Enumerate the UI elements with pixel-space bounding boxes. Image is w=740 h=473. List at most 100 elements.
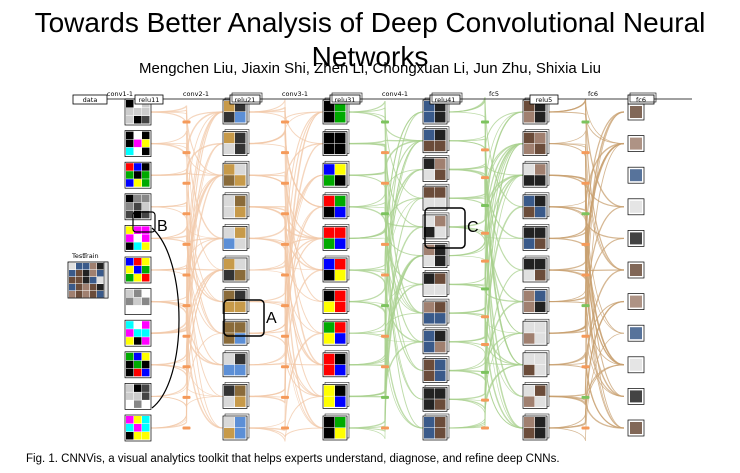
edge bbox=[346, 140, 424, 176]
tab-train[interactable]: Train bbox=[82, 252, 99, 260]
feature-tile bbox=[424, 244, 435, 256]
edge bbox=[246, 129, 324, 208]
feature-tile bbox=[535, 164, 546, 175]
feature-tile bbox=[535, 259, 546, 270]
feature-tile bbox=[335, 206, 346, 218]
layer-label: relu31 bbox=[335, 96, 356, 104]
feature-tile bbox=[535, 385, 546, 396]
feature-tile bbox=[435, 330, 446, 342]
connector-node bbox=[481, 176, 489, 180]
feature-tile bbox=[324, 164, 335, 175]
feature-tile bbox=[435, 399, 446, 410]
data-thumbnail bbox=[97, 263, 104, 270]
feature-tile bbox=[235, 112, 246, 123]
connector-node bbox=[581, 273, 590, 277]
neuron-cluster bbox=[222, 160, 250, 188]
feature-tile bbox=[235, 353, 246, 365]
feature-tile bbox=[424, 370, 435, 382]
edge bbox=[346, 229, 424, 285]
neuron-cluster bbox=[322, 192, 350, 220]
feature-tile bbox=[524, 238, 535, 249]
feature-tile bbox=[235, 195, 246, 207]
feature-tile bbox=[224, 112, 235, 123]
connector-node bbox=[581, 304, 590, 308]
feature-tile bbox=[435, 215, 446, 227]
connector-node bbox=[481, 398, 489, 402]
feature-tile bbox=[435, 129, 446, 141]
class-image bbox=[630, 200, 642, 213]
data-panel[interactable]: Test Train bbox=[67, 252, 109, 299]
layer-header-bar: data relu11 relu21 relu31 relu41 relu5 bbox=[72, 90, 692, 105]
class-image bbox=[630, 169, 642, 182]
connector-node bbox=[281, 242, 289, 246]
feature-tile bbox=[134, 384, 142, 392]
layer-box-relu31[interactable]: relu31 bbox=[329, 92, 363, 105]
connector-node bbox=[182, 304, 191, 308]
neuron-cluster bbox=[124, 351, 152, 379]
feature-tile bbox=[126, 289, 134, 298]
layer-box-fc6[interactable]: fc6 bbox=[627, 92, 657, 105]
feature-tile bbox=[435, 313, 446, 324]
feature-tile bbox=[126, 116, 134, 124]
feature-tile bbox=[142, 305, 150, 314]
layer-box-data[interactable]: data bbox=[72, 94, 108, 105]
feature-tile bbox=[335, 195, 346, 207]
neuron-cluster bbox=[222, 129, 250, 156]
layer-box-relu21[interactable]: relu21 bbox=[229, 92, 263, 105]
layer-box-relu11[interactable]: relu11 bbox=[134, 94, 164, 105]
feature-tile bbox=[142, 274, 150, 282]
feature-tile bbox=[535, 143, 546, 155]
neuron-cluster bbox=[522, 350, 550, 378]
connector-node bbox=[182, 181, 191, 185]
feature-tile bbox=[134, 274, 142, 282]
data-thumbnail bbox=[69, 284, 76, 291]
feature-tile bbox=[134, 147, 142, 156]
feature-tile bbox=[134, 329, 142, 337]
edge bbox=[546, 199, 625, 429]
feature-tile bbox=[126, 202, 134, 211]
neuron-cluster bbox=[322, 129, 350, 156]
feature-tile bbox=[142, 266, 150, 274]
data-thumbnail bbox=[97, 291, 104, 298]
feature-tile bbox=[142, 416, 150, 424]
neuron-cluster bbox=[124, 288, 152, 315]
class-image bbox=[630, 358, 642, 371]
layer-label: relu41 bbox=[435, 96, 456, 104]
neuron-cluster bbox=[627, 324, 645, 342]
feature-tile bbox=[134, 392, 142, 400]
feature-tile bbox=[134, 179, 142, 187]
annotation-label-c: C bbox=[467, 219, 479, 236]
feature-tile bbox=[435, 198, 446, 209]
feature-tile bbox=[335, 301, 346, 313]
feature-tile bbox=[324, 112, 335, 123]
data-thumbnail bbox=[83, 284, 90, 291]
feature-tile bbox=[524, 428, 535, 439]
feature-tile bbox=[142, 368, 150, 377]
feature-tile bbox=[435, 273, 446, 284]
layer-box-relu5[interactable]: relu5 bbox=[529, 94, 559, 105]
feature-tile bbox=[435, 158, 446, 169]
connector-node bbox=[281, 395, 289, 399]
edge bbox=[446, 111, 524, 200]
feature-tile bbox=[524, 385, 535, 396]
feature-tile bbox=[424, 158, 435, 169]
connector-node bbox=[381, 273, 389, 277]
neuron-cluster bbox=[422, 241, 450, 268]
feature-tile bbox=[524, 195, 535, 207]
feature-tile bbox=[134, 108, 142, 116]
connector-node bbox=[381, 395, 389, 399]
author-list: Mengchen Liu, Jiaxin Shi, Zhen Li, Chong… bbox=[139, 60, 601, 77]
data-scrollbar[interactable] bbox=[103, 261, 109, 299]
neuron-cluster bbox=[322, 160, 350, 188]
feature-tile bbox=[235, 301, 246, 313]
edge bbox=[346, 168, 424, 303]
feature-tile bbox=[435, 140, 446, 152]
feature-tile bbox=[126, 131, 134, 140]
tab-test[interactable]: Test bbox=[71, 252, 85, 260]
layer-box-relu41[interactable]: relu41 bbox=[429, 92, 463, 105]
data-thumbnail bbox=[69, 291, 76, 298]
neuron-cluster bbox=[422, 413, 450, 441]
feature-tile bbox=[324, 206, 335, 218]
feature-tile bbox=[424, 215, 435, 227]
connector-node bbox=[182, 273, 191, 277]
